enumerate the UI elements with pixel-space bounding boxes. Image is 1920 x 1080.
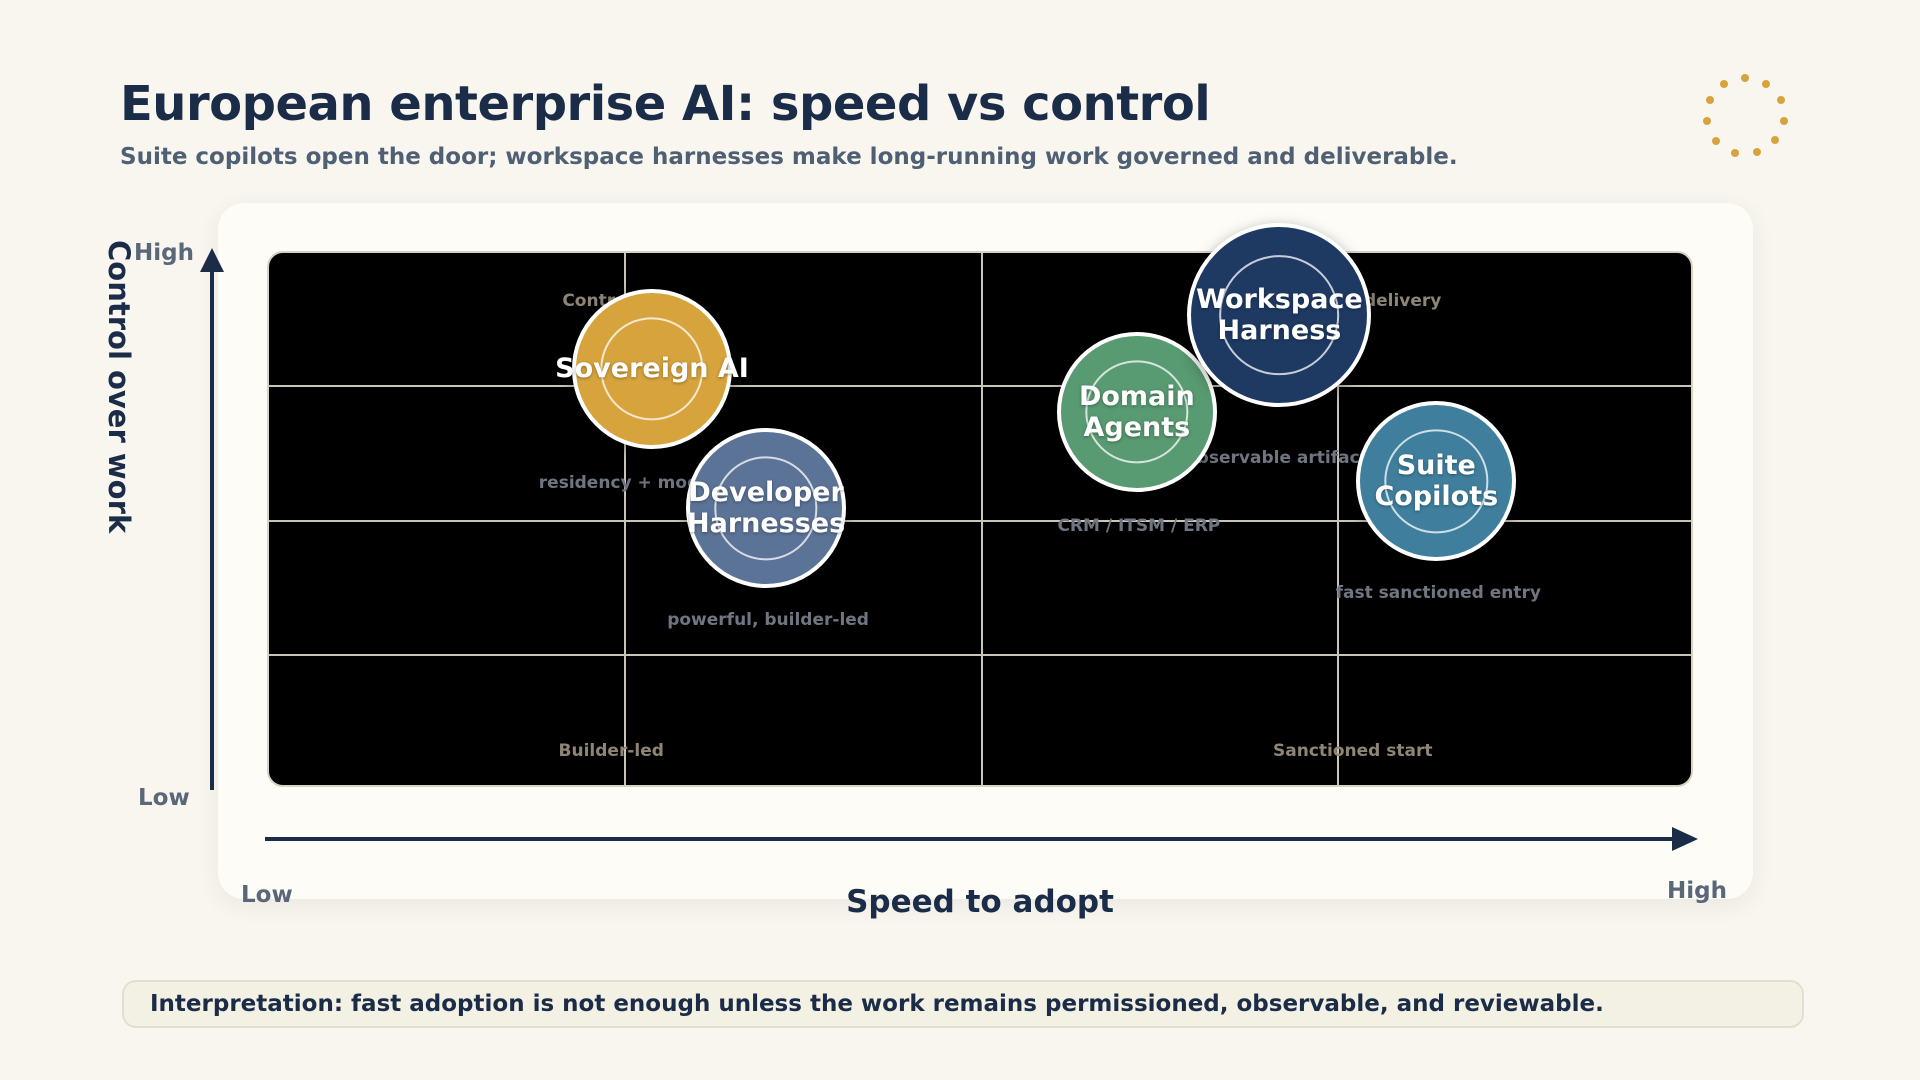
point-note-sovereign-ai: residency + mod <box>538 472 700 493</box>
page-subtitle: Suite copilots open the door; workspace … <box>120 144 1458 170</box>
gridline-vertical <box>1337 253 1339 785</box>
x-axis-line <box>265 837 1675 841</box>
gridline-horizontal <box>269 520 1691 522</box>
zone-label-sanctioned-start: Sanctioned start <box>1273 741 1433 762</box>
bubble-sovereign-ai: Sovereign AI <box>555 288 749 449</box>
x-axis-arrow-icon <box>1672 827 1698 851</box>
point-note-workspace-harness: observable artifacts <box>1185 447 1378 468</box>
x-axis-title: Speed to adopt <box>846 884 1114 920</box>
gridline-horizontal <box>269 385 1691 387</box>
zone-label-delivery: delivery <box>1363 291 1442 312</box>
interpretation-box: Interpretation: fast adoption is not eno… <box>122 980 1804 1028</box>
page-title: European enterprise AI: speed vs control <box>120 76 1211 132</box>
gridline-horizontal <box>269 654 1691 656</box>
dotted-circle-icon <box>1703 74 1788 157</box>
y-axis-low-label: Low <box>138 785 190 811</box>
y-axis-line <box>210 266 214 790</box>
y-axis-title: Control over work <box>102 240 136 534</box>
point-note-domain-agents: CRM / ITSM / ERP <box>1057 515 1221 536</box>
bubble-ring <box>1085 360 1189 464</box>
x-axis-low-label: Low <box>241 882 293 908</box>
x-axis-high-label: High <box>1667 878 1727 904</box>
bubble-ring <box>1219 255 1340 376</box>
bubble-ring <box>600 317 704 421</box>
interpretation-text: Interpretation: fast adoption is not eno… <box>150 991 1604 1017</box>
zone-label-builder-led: Builder-led <box>558 741 664 762</box>
bubble-label: Sovereign AI <box>555 353 749 385</box>
point-note-developer-harnesses: powerful, builder-led <box>667 610 869 631</box>
y-axis-high-label: High <box>134 240 194 266</box>
y-axis-arrow-icon <box>200 248 224 272</box>
gridline-vertical <box>624 253 626 785</box>
gridline-vertical <box>981 253 983 785</box>
bubble-ring <box>1384 429 1488 534</box>
point-note-suite-copilots: fast sanctioned entry <box>1335 583 1542 604</box>
bubble-ring <box>714 456 818 560</box>
